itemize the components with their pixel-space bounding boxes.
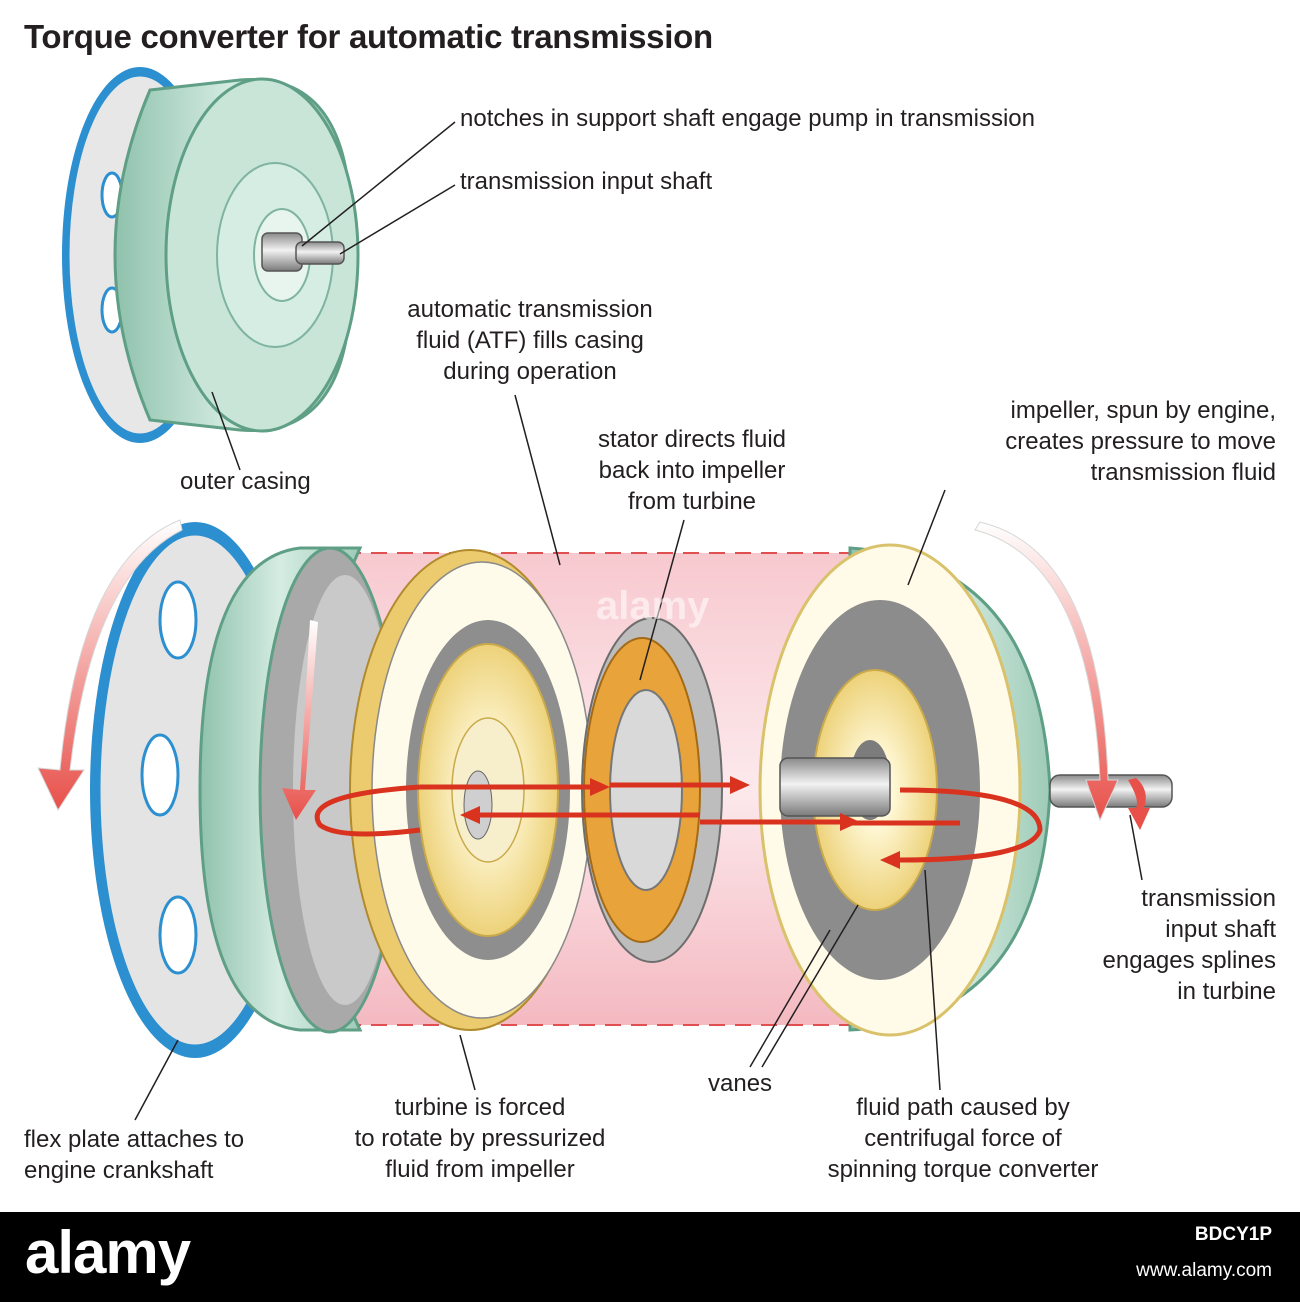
- stator: [581, 617, 723, 963]
- footer-site: www.alamy.com: [1136, 1260, 1272, 1281]
- assembled-converter: [62, 67, 456, 471]
- label-outer-casing: outer casing: [180, 468, 311, 495]
- label-atf: automatic transmission fluid (ATF) fills…: [407, 296, 653, 385]
- label-input-shaft-engages: transmission input shaft engages splines…: [1102, 885, 1276, 1005]
- label-notches: notches in support shaft engage pump in …: [460, 105, 1036, 132]
- label-input-shaft-top: transmission input shaft: [460, 168, 713, 195]
- footer-bar: alamy BDCY1P www.alamy.com: [0, 1212, 1300, 1302]
- watermark: alamy: [596, 584, 710, 628]
- turbine: [349, 549, 593, 1031]
- rotation-arrow-left: [37, 519, 183, 812]
- label-stator: stator directs fluid back into impeller …: [597, 426, 787, 515]
- rotation-arrow-casing: [282, 620, 318, 820]
- rotation-arrow-shaft: [1128, 778, 1150, 830]
- label-vanes: vanes: [708, 1070, 773, 1097]
- label-impeller: impeller, spun by engine, creates pressu…: [1005, 397, 1276, 486]
- label-fluid-path: fluid path caused by centrifugal force o…: [827, 1094, 1099, 1183]
- page-title: Torque converter for automatic transmiss…: [24, 18, 713, 55]
- footer-image-id: BDCY1P: [1194, 1224, 1272, 1245]
- rotation-arrow-right: [974, 521, 1119, 822]
- outer-casing-left: [198, 546, 402, 1034]
- leader-lines: [134, 394, 1143, 1121]
- label-flex-plate: flex plate attaches to engine crankshaft: [24, 1126, 245, 1184]
- footer-logo: alamy: [25, 1219, 191, 1286]
- fluid-path-arrows: [314, 782, 1043, 863]
- label-turbine: turbine is forced to rotate by pressuriz…: [354, 1094, 606, 1183]
- torque-converter-illustration: [37, 67, 1173, 1121]
- turbine-spline-shaft: [779, 757, 891, 817]
